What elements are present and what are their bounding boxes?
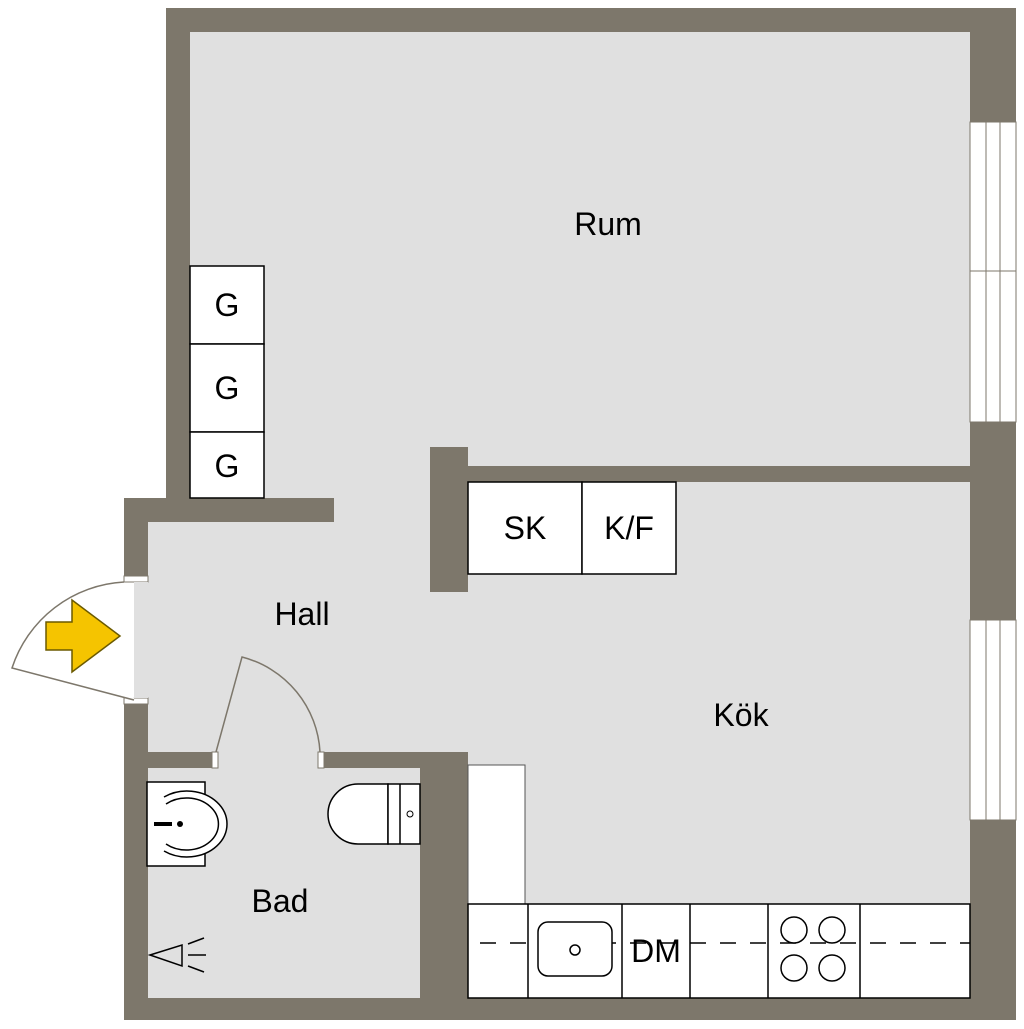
room-label-hall: Hall	[274, 596, 329, 632]
wardrobe-3: G	[189, 431, 265, 499]
shower-icon	[147, 937, 206, 973]
washbasin-icon	[146, 781, 228, 867]
room-label-bad: Bad	[252, 883, 309, 919]
wardrobe-label: G	[215, 287, 240, 323]
toilet-icon	[327, 783, 421, 845]
walls	[124, 8, 1016, 1020]
wardrobe-label: G	[215, 448, 240, 484]
entrance-arrow-icon	[45, 598, 122, 674]
dishwasher-label: DM	[631, 933, 681, 969]
wardrobe-label: G	[215, 370, 240, 406]
wardrobe-1: G	[189, 265, 265, 345]
stove-icon	[780, 916, 846, 982]
freezer: SK	[467, 481, 583, 575]
tall-cabinet	[467, 764, 526, 905]
window-rum	[969, 121, 1017, 423]
room-label-kok: Kök	[713, 697, 769, 733]
fridge-freezer-label: K/F	[604, 510, 654, 546]
kitchen-sink-icon	[537, 921, 613, 977]
freezer-label: SK	[504, 510, 547, 546]
wardrobe-2: G	[189, 343, 265, 433]
window-kok	[969, 619, 1017, 821]
room-label-rum: Rum	[574, 206, 642, 242]
bathroom-door[interactable]	[211, 656, 325, 769]
fridge-freezer: K/F	[581, 481, 677, 575]
